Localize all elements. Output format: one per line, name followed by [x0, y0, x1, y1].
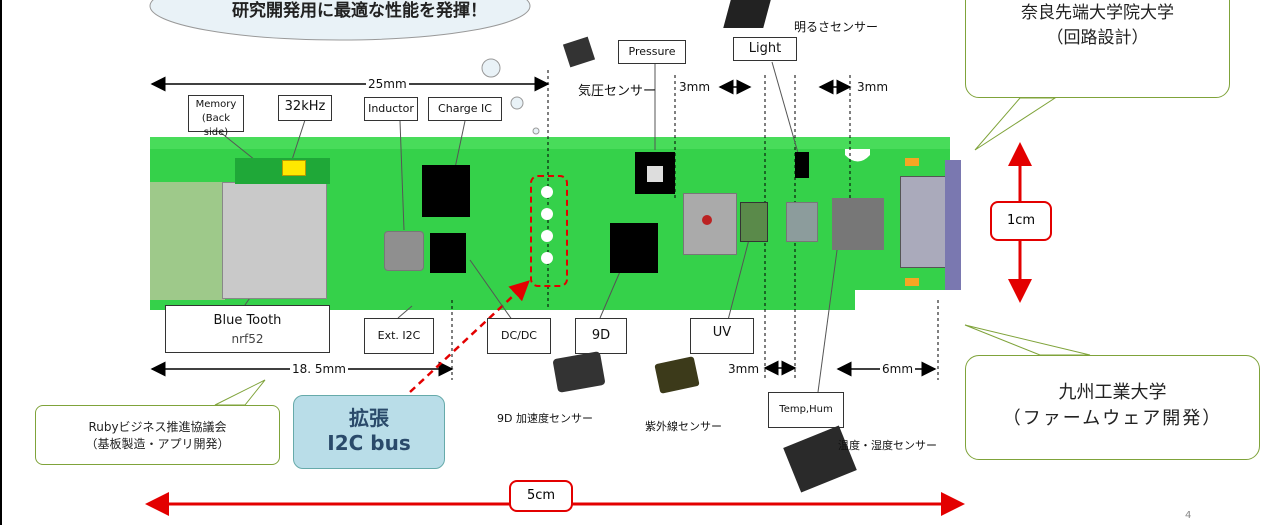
dcdc-chip [430, 233, 466, 273]
dim-1cm: 1cm [990, 201, 1052, 241]
ruby-name: Rubyビジネス推進協議会 [88, 420, 227, 434]
light-label: Light [733, 37, 797, 61]
dim-18-5mm: 18. 5mm [290, 362, 348, 376]
i2c-pin [541, 186, 553, 198]
uv-dot [702, 215, 712, 225]
i2c-pin [541, 252, 553, 264]
pressure-sensor-name: 気圧センサー [578, 84, 657, 99]
nara-role: （回路設計） [1046, 28, 1149, 48]
antenna-region [150, 182, 225, 300]
uv-sensor-name: 紫外線センサー [645, 420, 722, 433]
light-sensor-part [740, 202, 768, 242]
charge-ic-label: Charge IC [428, 97, 502, 121]
expansion-subtitle: I2C bus [327, 431, 411, 455]
pcb-board [150, 137, 950, 310]
pressure-label: Pressure [618, 40, 686, 64]
expansion-i2c-box: 拡張 I2C bus [293, 395, 445, 469]
i2c-pin [541, 230, 553, 242]
thought-bubble [149, 0, 531, 41]
temp-sensor-name: 温度・湿度センサー [838, 439, 937, 452]
inductor-part [384, 231, 424, 271]
kyushu-role: （ファームウェア開発） [1002, 408, 1223, 429]
nine-d-chip [610, 223, 658, 273]
temp-hum-label: Temp,Hum [768, 392, 844, 428]
orange-part [905, 278, 919, 286]
temp-sensor-part [786, 202, 818, 242]
orange-part [905, 158, 919, 166]
ruby-role: （基板製造・アプリ開発） [85, 437, 230, 451]
dim-3mm-b: 3mm [857, 80, 889, 94]
bluetooth-title: Blue Tooth [213, 313, 282, 328]
connector-part [832, 198, 884, 250]
callout-ruby: Rubyビジネス推進協議会 （基板製造・アプリ開発） [35, 405, 280, 465]
dim-25mm: 25mm [366, 77, 409, 91]
ext-i2c-header [530, 175, 568, 287]
clock-label: 32kHz [278, 95, 332, 121]
memory-label: Memory (Back side) [188, 95, 244, 138]
dim-5cm: 5cm [509, 480, 573, 512]
kyushu-name: 九州工業大学 [1058, 382, 1167, 403]
small-chip [795, 152, 809, 178]
bluetooth-module [222, 182, 327, 299]
side-connector [945, 160, 961, 290]
callout-nara: 奈良先端大学院大学 （回路設計） [965, 0, 1230, 98]
light-sensor-photo [723, 0, 771, 28]
page-number: 4 [1185, 510, 1192, 521]
callout-kyushu: 九州工業大学 （ファームウェア開発） [965, 355, 1260, 460]
dim-6mm: 6mm [880, 362, 916, 376]
accel-sensor-name: 9D 加速度センサー [497, 412, 593, 425]
i2c-pin [541, 208, 553, 220]
bluetooth-label: Blue Tooth nrf52 [165, 305, 330, 353]
nara-name: 奈良先端大学院大学 [1021, 3, 1174, 23]
charge-ic-chip [422, 165, 470, 217]
dim-3mm-c: 3mm [728, 362, 760, 376]
uv-label: UV [690, 318, 754, 354]
inductor-label: Inductor [364, 97, 418, 121]
pressure-port [647, 166, 663, 182]
bluetooth-subtitle: nrf52 [231, 332, 264, 346]
bubble-text: 研究開発用に最適な性能を発揮！ [232, 1, 487, 21]
dim-3mm-a: 3mm [679, 80, 711, 94]
expansion-title: 拡張 [349, 406, 389, 430]
dcdc-label: DC/DC [487, 318, 551, 354]
nine-d-label: 9D [575, 318, 627, 354]
crystal-32khz [282, 160, 306, 176]
ext-i2c-label: Ext. I2C [364, 318, 434, 354]
light-sensor-name: 明るさセンサー [794, 20, 879, 34]
